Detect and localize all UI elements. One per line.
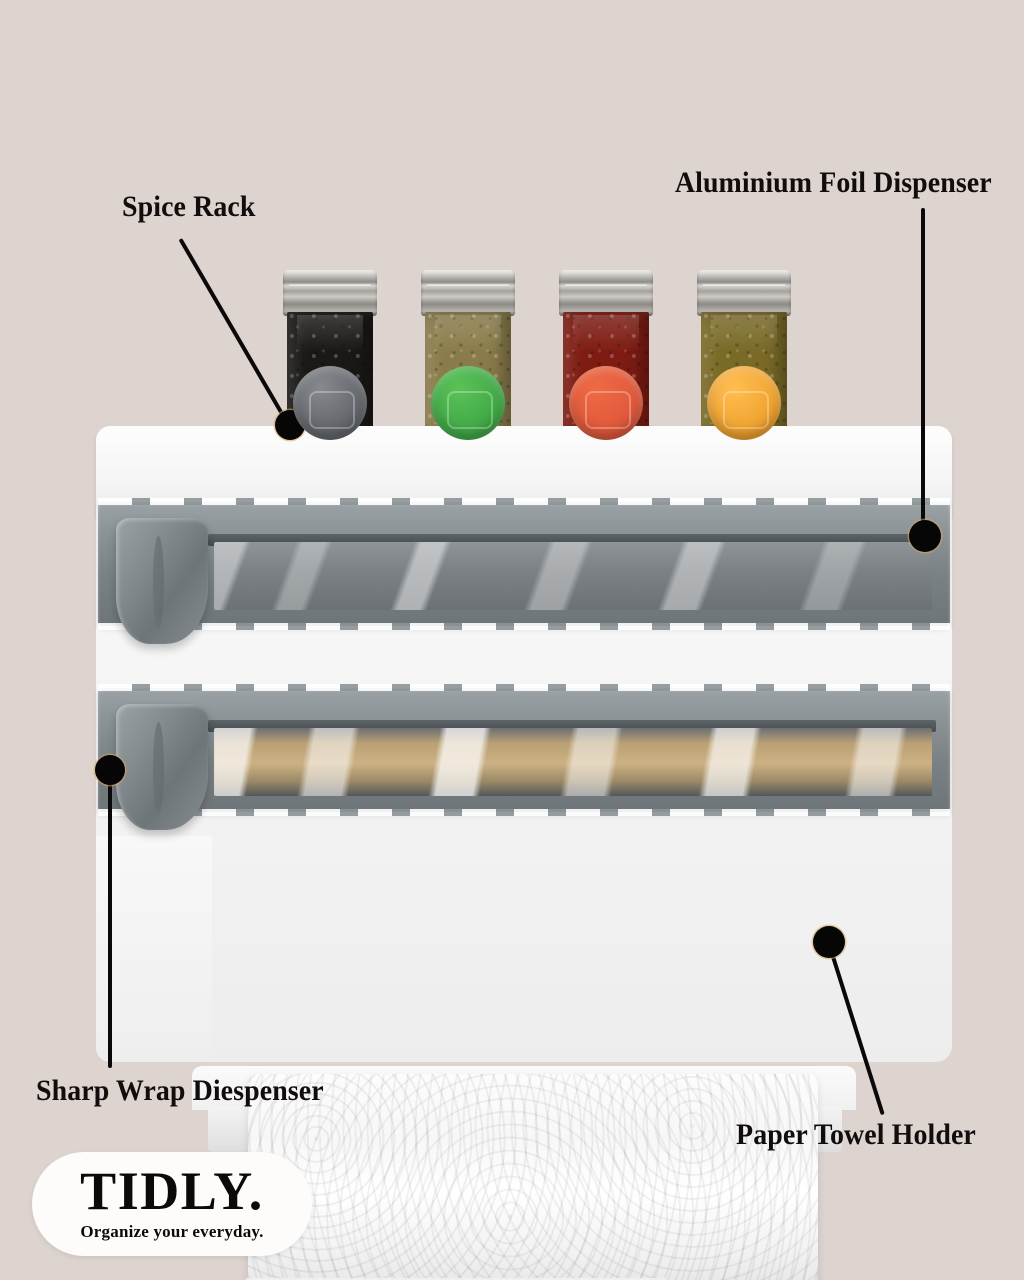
jar-label-disc: [431, 366, 505, 440]
spice-jar-group: [282, 262, 792, 440]
leader-dot-paper-towel-holder: [813, 926, 845, 958]
rack-left-leg: [96, 836, 212, 1062]
brand-tagline: Organize your everyday.: [80, 1221, 264, 1241]
jar-lid: [697, 270, 791, 316]
spice-jar: [282, 270, 378, 440]
aluminium-foil-dispenser[interactable]: [98, 684, 950, 830]
cutter-slider-handle[interactable]: [116, 704, 208, 830]
leader-dot-aluminium-foil-dispenser: [909, 520, 941, 552]
callout-label-spice-rack: Spice Rack: [122, 190, 256, 223]
spice-jar: [558, 270, 654, 440]
rack-housing: [96, 498, 952, 1280]
brand-logo: TIDLY. Organize your everyday.: [32, 1152, 312, 1256]
leader-line-sharp-wrap-diespenser: [108, 776, 112, 1068]
spice-jar: [420, 270, 516, 440]
product-image: [96, 262, 952, 1280]
jar-label-disc: [569, 366, 643, 440]
towel-rod-cap-left: [208, 1106, 254, 1152]
leader-dot-sharp-wrap-diespenser: [95, 755, 125, 785]
cutter-slider-handle[interactable]: [116, 518, 208, 644]
slot-top-teeth: [98, 498, 950, 505]
slot-bottom-teeth: [98, 809, 950, 816]
cling-wrap-dispenser[interactable]: [98, 498, 950, 644]
jar-label-disc: [707, 366, 781, 440]
jar-lid: [421, 270, 515, 316]
slot-bottom-teeth: [98, 623, 950, 630]
film-window: [214, 728, 932, 796]
callout-label-aluminium-foil-dispenser: Aluminium Foil Dispenser: [675, 166, 992, 199]
aluminium-foil: [214, 728, 932, 796]
jar-lid: [559, 270, 653, 316]
slot-top-teeth: [98, 684, 950, 691]
paper-towel-sheet: [246, 1278, 666, 1280]
jar-lid: [283, 270, 377, 316]
leader-line-aluminium-foil-dispenser: [921, 208, 925, 532]
brand-wordmark: TIDLY.: [80, 1161, 264, 1222]
spice-jar: [696, 270, 792, 440]
cling-film: [214, 542, 932, 610]
paper-towel-roll: [248, 1074, 818, 1280]
callout-label-sharp-wrap-diespenser: Sharp Wrap Diespenser: [36, 1074, 324, 1107]
jar-label-disc: [293, 366, 367, 440]
callout-label-paper-towel-holder: Paper Towel Holder: [736, 1118, 976, 1151]
film-window: [214, 542, 932, 610]
